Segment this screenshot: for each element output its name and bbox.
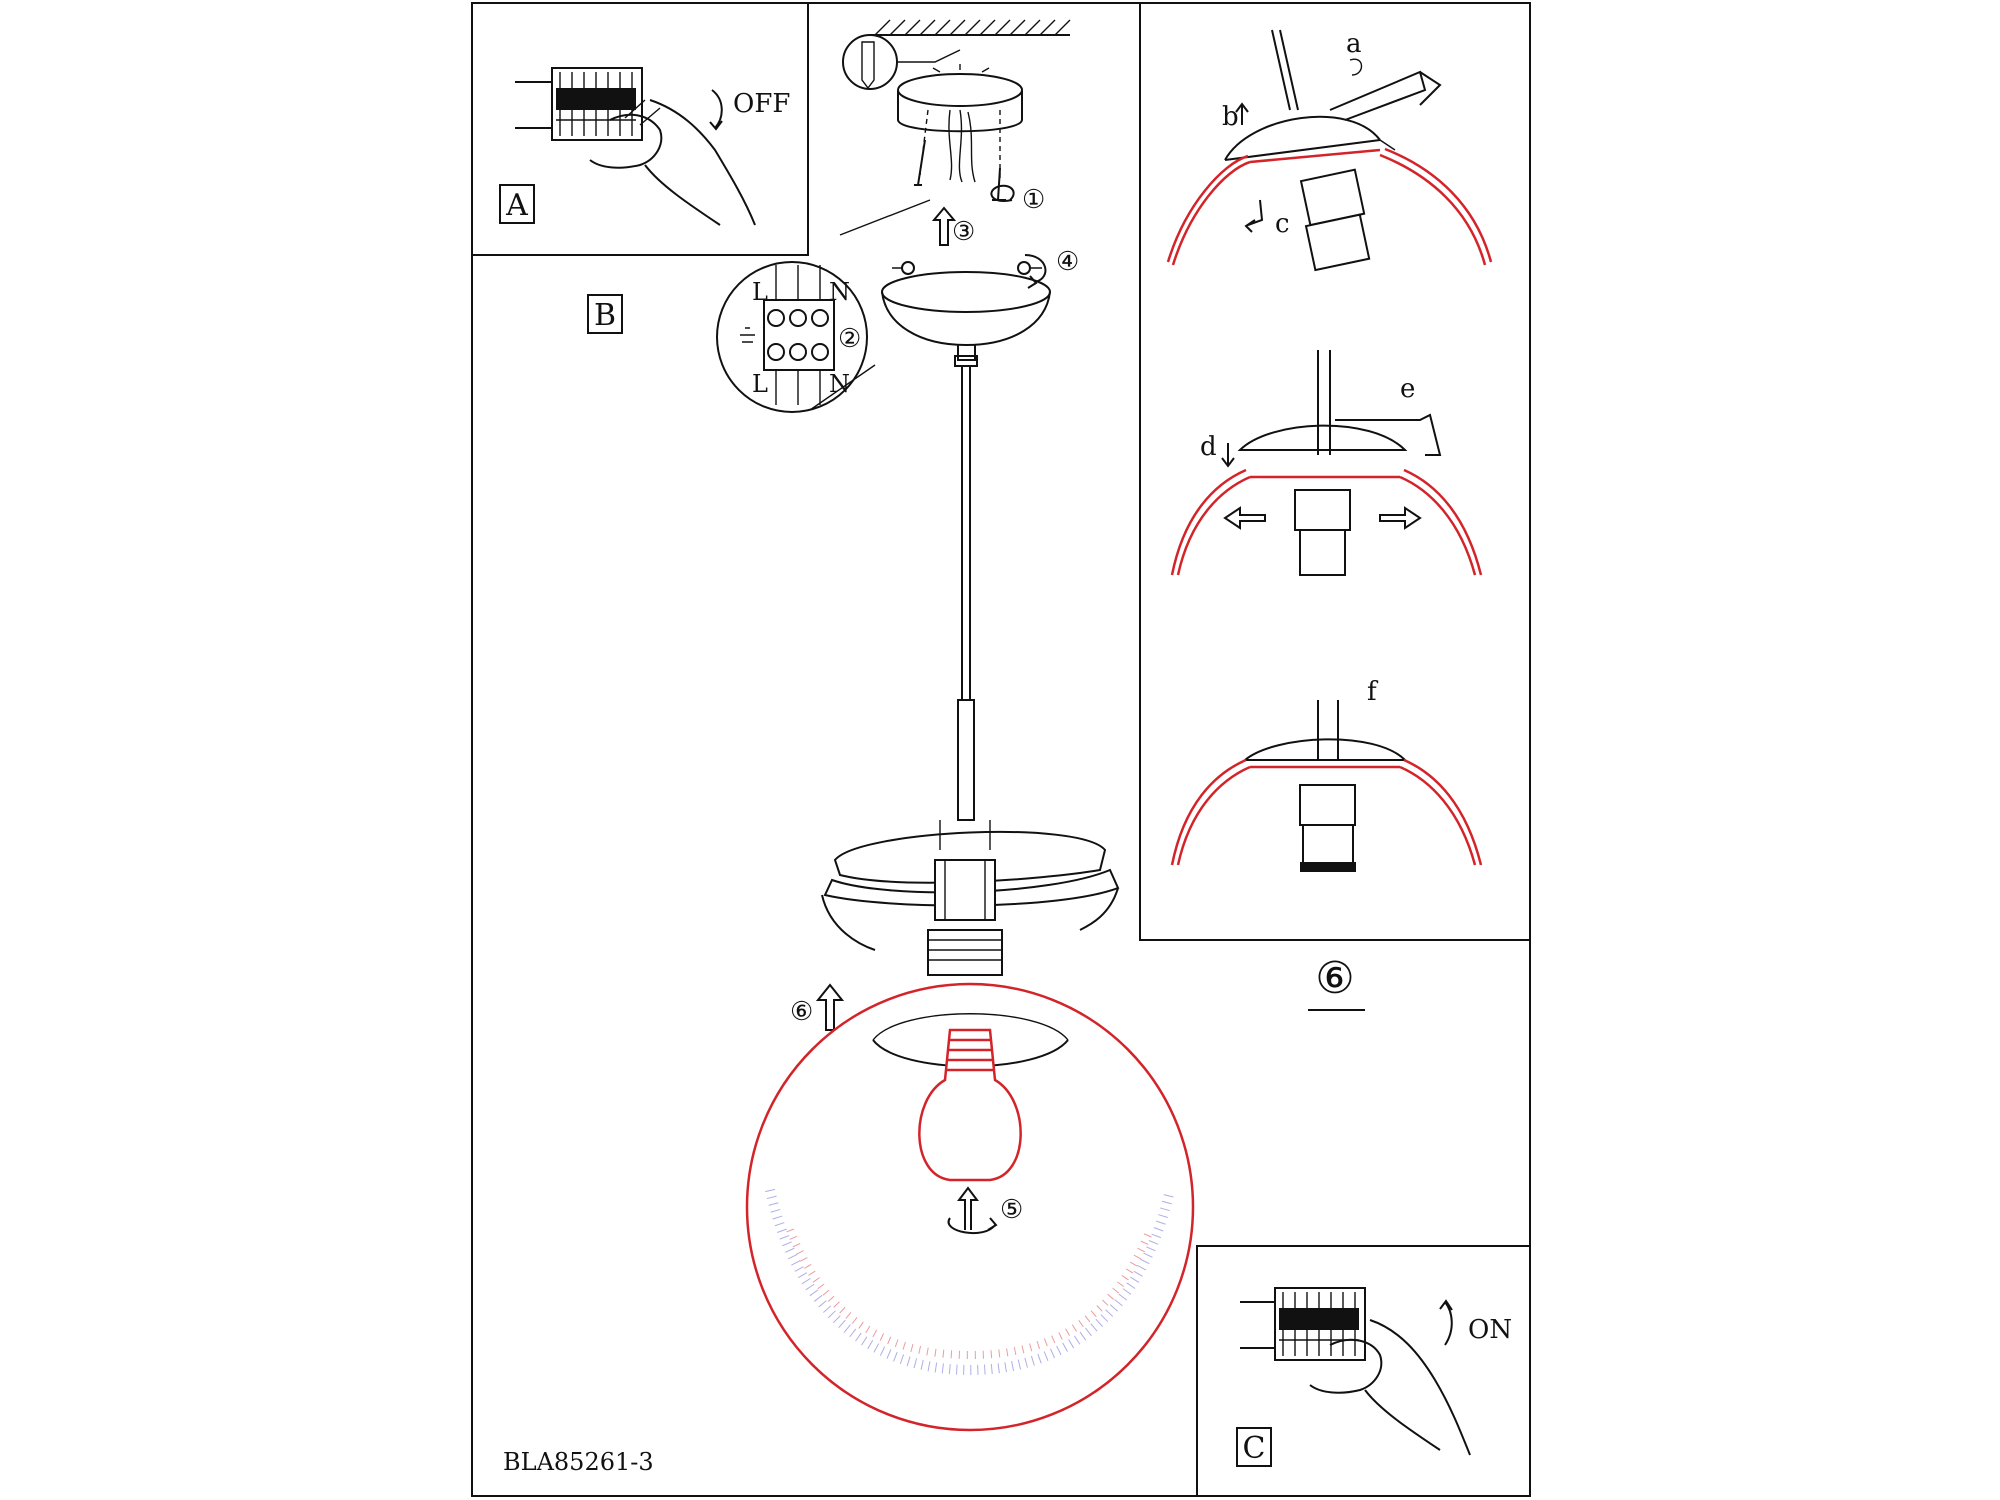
step-6-marker: ⑥	[790, 997, 813, 1027]
detail-letter-f: f	[1367, 677, 1379, 707]
detail-letter-c: c	[1275, 209, 1290, 239]
rotate-arrow-icon	[1024, 254, 1047, 289]
terminal-live-bottom: L	[752, 370, 768, 398]
detail-letter-a: a	[1346, 29, 1362, 59]
terminal-block-detail	[716, 199, 931, 413]
hand-icon	[589, 99, 756, 226]
panel-b-label: B	[594, 298, 616, 333]
terminal-neutral-bottom: N	[829, 370, 850, 398]
up-arrow-icon	[815, 983, 845, 1031]
wall-plug-detail	[842, 34, 961, 90]
detail-letter-e: e	[1400, 374, 1415, 404]
canopy-cover	[881, 261, 1051, 347]
metal-shade	[821, 820, 1120, 951]
panel-c-label: C	[1243, 1431, 1266, 1466]
detail-letter-d: d	[1200, 432, 1217, 462]
suspension-rod	[954, 345, 978, 821]
frame-lines	[471, 2, 1531, 1497]
lamp-socket	[927, 859, 1003, 976]
ceiling-canopy-bracket	[897, 64, 1023, 133]
switch-on-text: ON	[1468, 1315, 1512, 1345]
panel-a-label-box	[499, 184, 535, 224]
light-bulb	[918, 1028, 1022, 1182]
step-2-marker: ②	[838, 324, 861, 354]
rotate-arrow-icon	[990, 184, 1015, 202]
ceiling	[870, 19, 1071, 36]
step-4-marker: ④	[1056, 247, 1079, 277]
up-arrow-icon	[931, 206, 957, 246]
step-5-marker: ⑤	[1000, 1195, 1023, 1225]
rotate-up-arrow-icon	[1439, 1299, 1453, 1346]
hand-icon	[1309, 1319, 1471, 1456]
terminal-live-top: L	[752, 278, 768, 306]
panel-c-breaker-on: C ON	[1236, 1287, 1512, 1467]
panel-a-label: A	[505, 188, 528, 223]
breaker-box-icon	[515, 67, 643, 141]
panel-a-breaker-off: A OFF	[499, 67, 790, 226]
panel-b-label-box	[587, 294, 623, 334]
terminal-neutral-top: N	[829, 278, 850, 306]
detail-view-2	[1170, 350, 1483, 576]
breaker-box-icon	[1240, 1287, 1366, 1361]
mounting-screws	[914, 109, 1006, 201]
detail-view-1	[1166, 29, 1493, 272]
step-6-caption: ⑥	[1315, 953, 1354, 1004]
rotate-arrow-icon	[947, 1186, 998, 1234]
panel-c-label-box	[1236, 1427, 1272, 1467]
step-1-marker: ①	[1022, 185, 1045, 215]
model-code: BLA85261-3	[503, 1448, 654, 1476]
detail-letter-b: b	[1222, 102, 1239, 132]
switch-off-text: OFF	[733, 89, 790, 119]
step-3-marker: ③	[952, 217, 975, 247]
detail-view-3	[1170, 700, 1483, 872]
rotate-down-arrow-icon	[709, 89, 723, 131]
